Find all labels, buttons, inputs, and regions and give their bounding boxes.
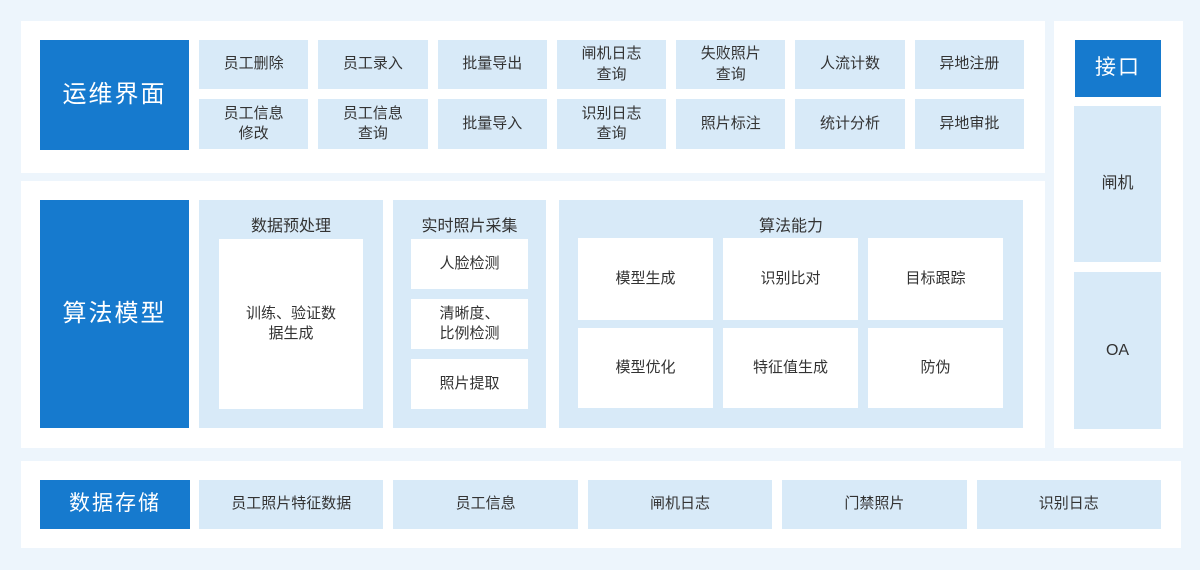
ability-item: 识别比对 (723, 238, 858, 320)
ops-button: 员工信息 查询 (318, 99, 428, 149)
ops-button: 失败照片 查询 (676, 40, 786, 89)
ability-item: 特征值生成 (723, 328, 858, 408)
storage-item: 闸机日志 (587, 480, 773, 529)
storage-item: 员工信息 (393, 480, 578, 529)
ops-button: 照片标注 (676, 99, 786, 149)
storage-panel: 数据存储 员工照片特征数据 员工信息 闸机日志 门禁照片 识别日志 (21, 461, 1181, 548)
capture-subpanel: 实时照片采集 人脸检测 清晰度、 比例检测 照片提取 (393, 200, 546, 428)
capture-item: 照片提取 (411, 359, 528, 409)
interface-item-oa: OA (1074, 272, 1161, 429)
ops-button: 批量导出 (437, 40, 547, 89)
capture-item: 清晰度、 比例检测 (411, 299, 528, 349)
operations-buttons-row1: 员工删除 员工录入 批量导出 闸机日志 查询 失败照片 查询 人流计数 异地注册 (199, 40, 1024, 89)
ability-item: 目标跟踪 (868, 238, 1003, 320)
ops-button: 人流计数 (795, 40, 905, 89)
operations-header: 运维界面 (40, 40, 189, 150)
storage-item: 门禁照片 (782, 480, 967, 529)
storage-item: 识别日志 (976, 480, 1161, 529)
ops-button: 员工录入 (318, 40, 428, 89)
capture-items: 人脸检测 清晰度、 比例检测 照片提取 (411, 239, 528, 409)
ops-button: 统计分析 (795, 99, 905, 149)
ability-items: 模型生成 识别比对 目标跟踪 模型优化 特征值生成 防伪 (578, 238, 1003, 408)
capture-title: 实时照片采集 (421, 218, 518, 235)
capture-item: 人脸检测 (411, 239, 528, 289)
ops-button: 异地审批 (914, 99, 1024, 149)
ops-button: 员工信息 修改 (199, 99, 309, 149)
interfaces-header: 接口 (1075, 40, 1161, 97)
ops-button: 异地注册 (914, 40, 1024, 89)
storage-header: 数据存储 (40, 480, 190, 529)
storage-item: 员工照片特征数据 (199, 480, 384, 529)
preprocess-item: 训练、验证数 据生成 (219, 239, 363, 409)
ability-item: 防伪 (868, 328, 1003, 408)
preprocess-title: 数据预处理 (250, 218, 331, 235)
ability-title: 算法能力 (758, 218, 823, 235)
ability-item: 模型优化 (578, 328, 713, 408)
preprocess-subpanel: 数据预处理 训练、验证数 据生成 (199, 200, 383, 428)
algorithm-panel: 算法模型 数据预处理 训练、验证数 据生成 实时照片采集 人脸检测 清晰度、 比… (21, 181, 1045, 448)
ops-button: 批量导入 (437, 99, 547, 149)
ability-subpanel: 算法能力 模型生成 识别比对 目标跟踪 模型优化 特征值生成 防伪 (559, 200, 1023, 428)
ability-item: 模型生成 (578, 238, 713, 320)
ops-button: 员工删除 (199, 40, 309, 89)
interfaces-panel: 接口 闸机 OA (1054, 21, 1183, 448)
ops-button: 闸机日志 查询 (556, 40, 667, 89)
algorithm-header: 算法模型 (40, 200, 189, 428)
operations-buttons-row2: 员工信息 修改 员工信息 查询 批量导入 识别日志 查询 照片标注 统计分析 异… (199, 99, 1024, 149)
storage-items: 员工照片特征数据 员工信息 闸机日志 门禁照片 识别日志 (199, 480, 1161, 529)
interface-item-gate: 闸机 (1074, 106, 1161, 262)
ops-button: 识别日志 查询 (556, 99, 667, 149)
operations-panel: 运维界面 员工删除 员工录入 批量导出 闸机日志 查询 失败照片 查询 人流计数… (21, 21, 1045, 173)
